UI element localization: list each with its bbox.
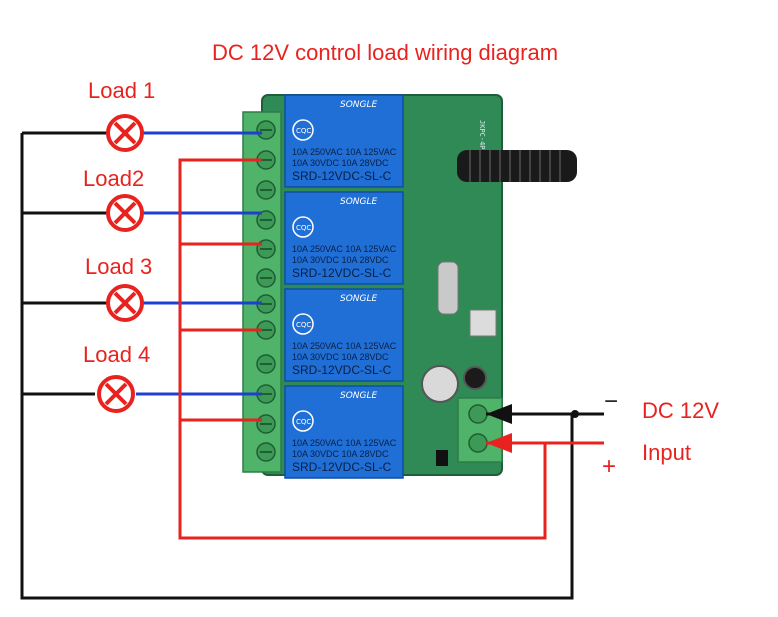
relay-2: SONGLE CQC 10A 250VAC 10A 125VAC 10A 30V… bbox=[284, 191, 404, 285]
wire-black bbox=[20, 131, 604, 600]
relay-spec-1: 10A 250VAC 10A 125VAC bbox=[292, 341, 397, 351]
capacitor-small bbox=[463, 366, 487, 390]
relay-cqc: CQC bbox=[296, 127, 311, 135]
load-label-3: Load 3 bbox=[85, 254, 152, 279]
antenna-icon bbox=[457, 150, 577, 182]
relay-brand: SONGLE bbox=[340, 100, 378, 110]
diode-component bbox=[436, 450, 448, 466]
plus-sign: + bbox=[602, 453, 616, 480]
relay-1: SONGLE CQC 10A 250VAC 10A 125VAC 10A 30V… bbox=[284, 94, 404, 188]
relay-brand: SONGLE bbox=[340, 197, 378, 207]
relay-spec-2: 10A 30VDC 10A 28VDC bbox=[292, 158, 389, 168]
relay-model: SRD-12VDC-SL-C bbox=[292, 460, 392, 474]
power-terminal-block bbox=[457, 397, 503, 463]
arrow-plus-icon bbox=[486, 433, 512, 453]
relay-spec-1: 10A 250VAC 10A 125VAC bbox=[292, 147, 397, 157]
relay-cqc: CQC bbox=[296, 418, 311, 426]
relay-spec-2: 10A 30VDC 10A 28VDC bbox=[292, 449, 389, 459]
relay-brand: SONGLE bbox=[340, 294, 378, 304]
relay-model: SRD-12VDC-SL-C bbox=[292, 363, 392, 377]
load-label-4: Load 4 bbox=[83, 342, 150, 367]
relay-model: SRD-12VDC-SL-C bbox=[292, 266, 392, 280]
relay-cqc: CQC bbox=[296, 224, 311, 232]
crystal-component bbox=[437, 261, 459, 315]
relay-brand: SONGLE bbox=[340, 391, 378, 401]
relay-spec-2: 10A 30VDC 10A 28VDC bbox=[292, 255, 389, 265]
minus-sign: − bbox=[604, 388, 618, 415]
pcb-print: JKPC-4PE-B bbox=[478, 120, 486, 162]
power-label-dc12v: DC 12V bbox=[642, 398, 719, 423]
load-label-2: Load2 bbox=[83, 166, 144, 191]
relay-spec-1: 10A 250VAC 10A 125VAC bbox=[292, 438, 397, 448]
relay-spec-2: 10A 30VDC 10A 28VDC bbox=[292, 352, 389, 362]
wire-junction bbox=[571, 410, 579, 418]
power-label-input: Input bbox=[642, 440, 691, 465]
relay-3: SONGLE CQC 10A 250VAC 10A 125VAC 10A 30V… bbox=[284, 288, 404, 382]
arrow-minus-icon bbox=[486, 404, 512, 424]
relay-spec-1: 10A 250VAC 10A 125VAC bbox=[292, 244, 397, 254]
relay-cqc: CQC bbox=[296, 321, 311, 329]
capacitor-large bbox=[421, 365, 459, 403]
diagram-title: DC 12V control load wiring diagram bbox=[212, 40, 558, 65]
push-button bbox=[469, 309, 497, 337]
output-terminal-block bbox=[242, 111, 282, 473]
relay-4: SONGLE CQC 10A 250VAC 10A 125VAC 10A 30V… bbox=[284, 385, 404, 479]
relay-model: SRD-12VDC-SL-C bbox=[292, 169, 392, 183]
load-label-1: Load 1 bbox=[88, 78, 155, 103]
wire-blue bbox=[136, 131, 262, 396]
